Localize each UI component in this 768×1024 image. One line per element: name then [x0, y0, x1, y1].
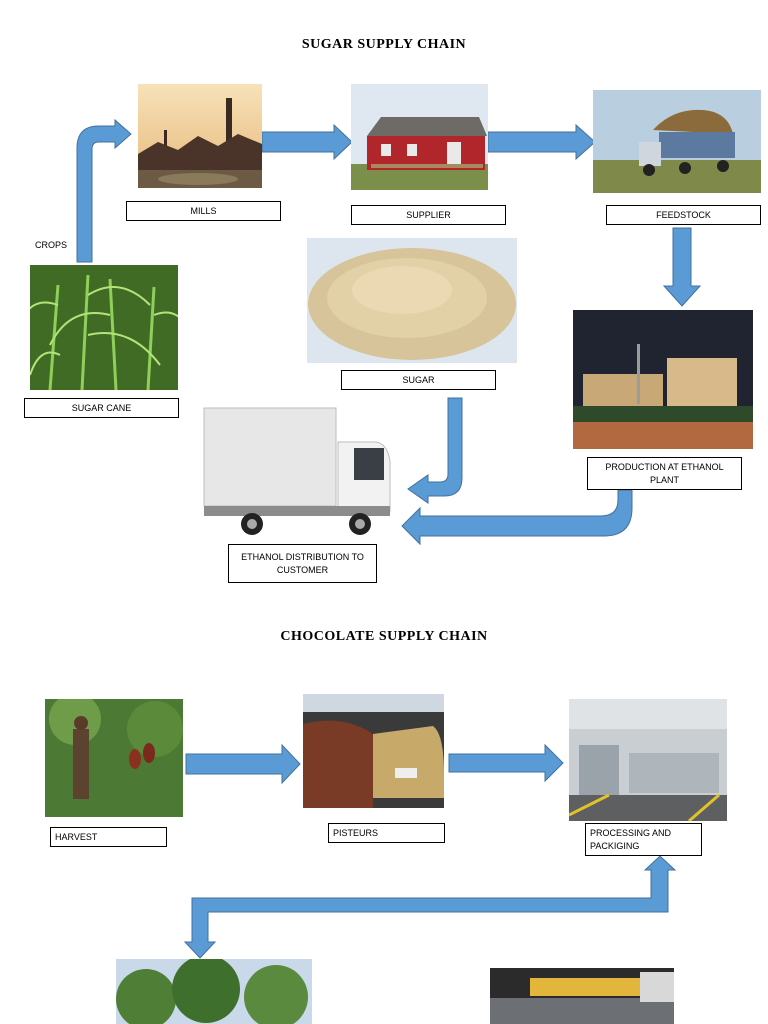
arrow-feedstock-to-production [662, 227, 702, 307]
arrow-sugar-to-truck [407, 397, 463, 504]
mills-image [138, 84, 262, 188]
sugar-chain-title: SUGAR SUPPLY CHAIN [301, 37, 467, 52]
production-label: PRODUCTION AT ETHANOL PLANT [587, 457, 742, 490]
delivery-truck-image [200, 402, 392, 544]
processing-image [569, 699, 727, 821]
arrow-crops-to-mills [76, 118, 132, 263]
processing-label: PROCESSING AND PACKIGING [585, 823, 702, 856]
harvest-label: HARVEST [50, 827, 167, 847]
sugar-cane-label: SUGAR CANE [24, 398, 179, 418]
pisteurs-label: PISTEURS [328, 823, 445, 843]
arrow-production-to-truck [401, 489, 633, 546]
chocolate-chain-title: CHOCOLATE SUPPLY CHAIN [280, 629, 488, 644]
crops-label: CROPS [35, 240, 68, 250]
feedstock-label: FEEDSTOCK [606, 205, 761, 225]
arrow-pisteurs-to-processing [448, 743, 564, 783]
sugar-label: SUGAR [341, 370, 496, 390]
harvest-image [45, 699, 183, 817]
sugar-cane-image [30, 265, 178, 390]
supplier-label: SUPPLIER [351, 205, 506, 225]
arrow-mills-to-supplier [261, 123, 353, 161]
arrow-supplier-to-feedstock [487, 123, 596, 161]
trees-image [116, 959, 312, 1024]
sugar-image [307, 238, 517, 363]
retail-store-image [490, 968, 674, 1024]
pisteurs-image [303, 694, 444, 808]
arrow-harvest-to-pisteurs [185, 743, 301, 785]
feedstock-image [593, 90, 761, 193]
arrow-processing-to-next [183, 855, 677, 959]
distribution-label: ETHANOL DISTRIBUTION TO CUSTOMER [228, 544, 377, 583]
ethanol-plant-image [573, 310, 753, 449]
supplier-image [351, 84, 488, 190]
mills-label: MILLS [126, 201, 281, 221]
